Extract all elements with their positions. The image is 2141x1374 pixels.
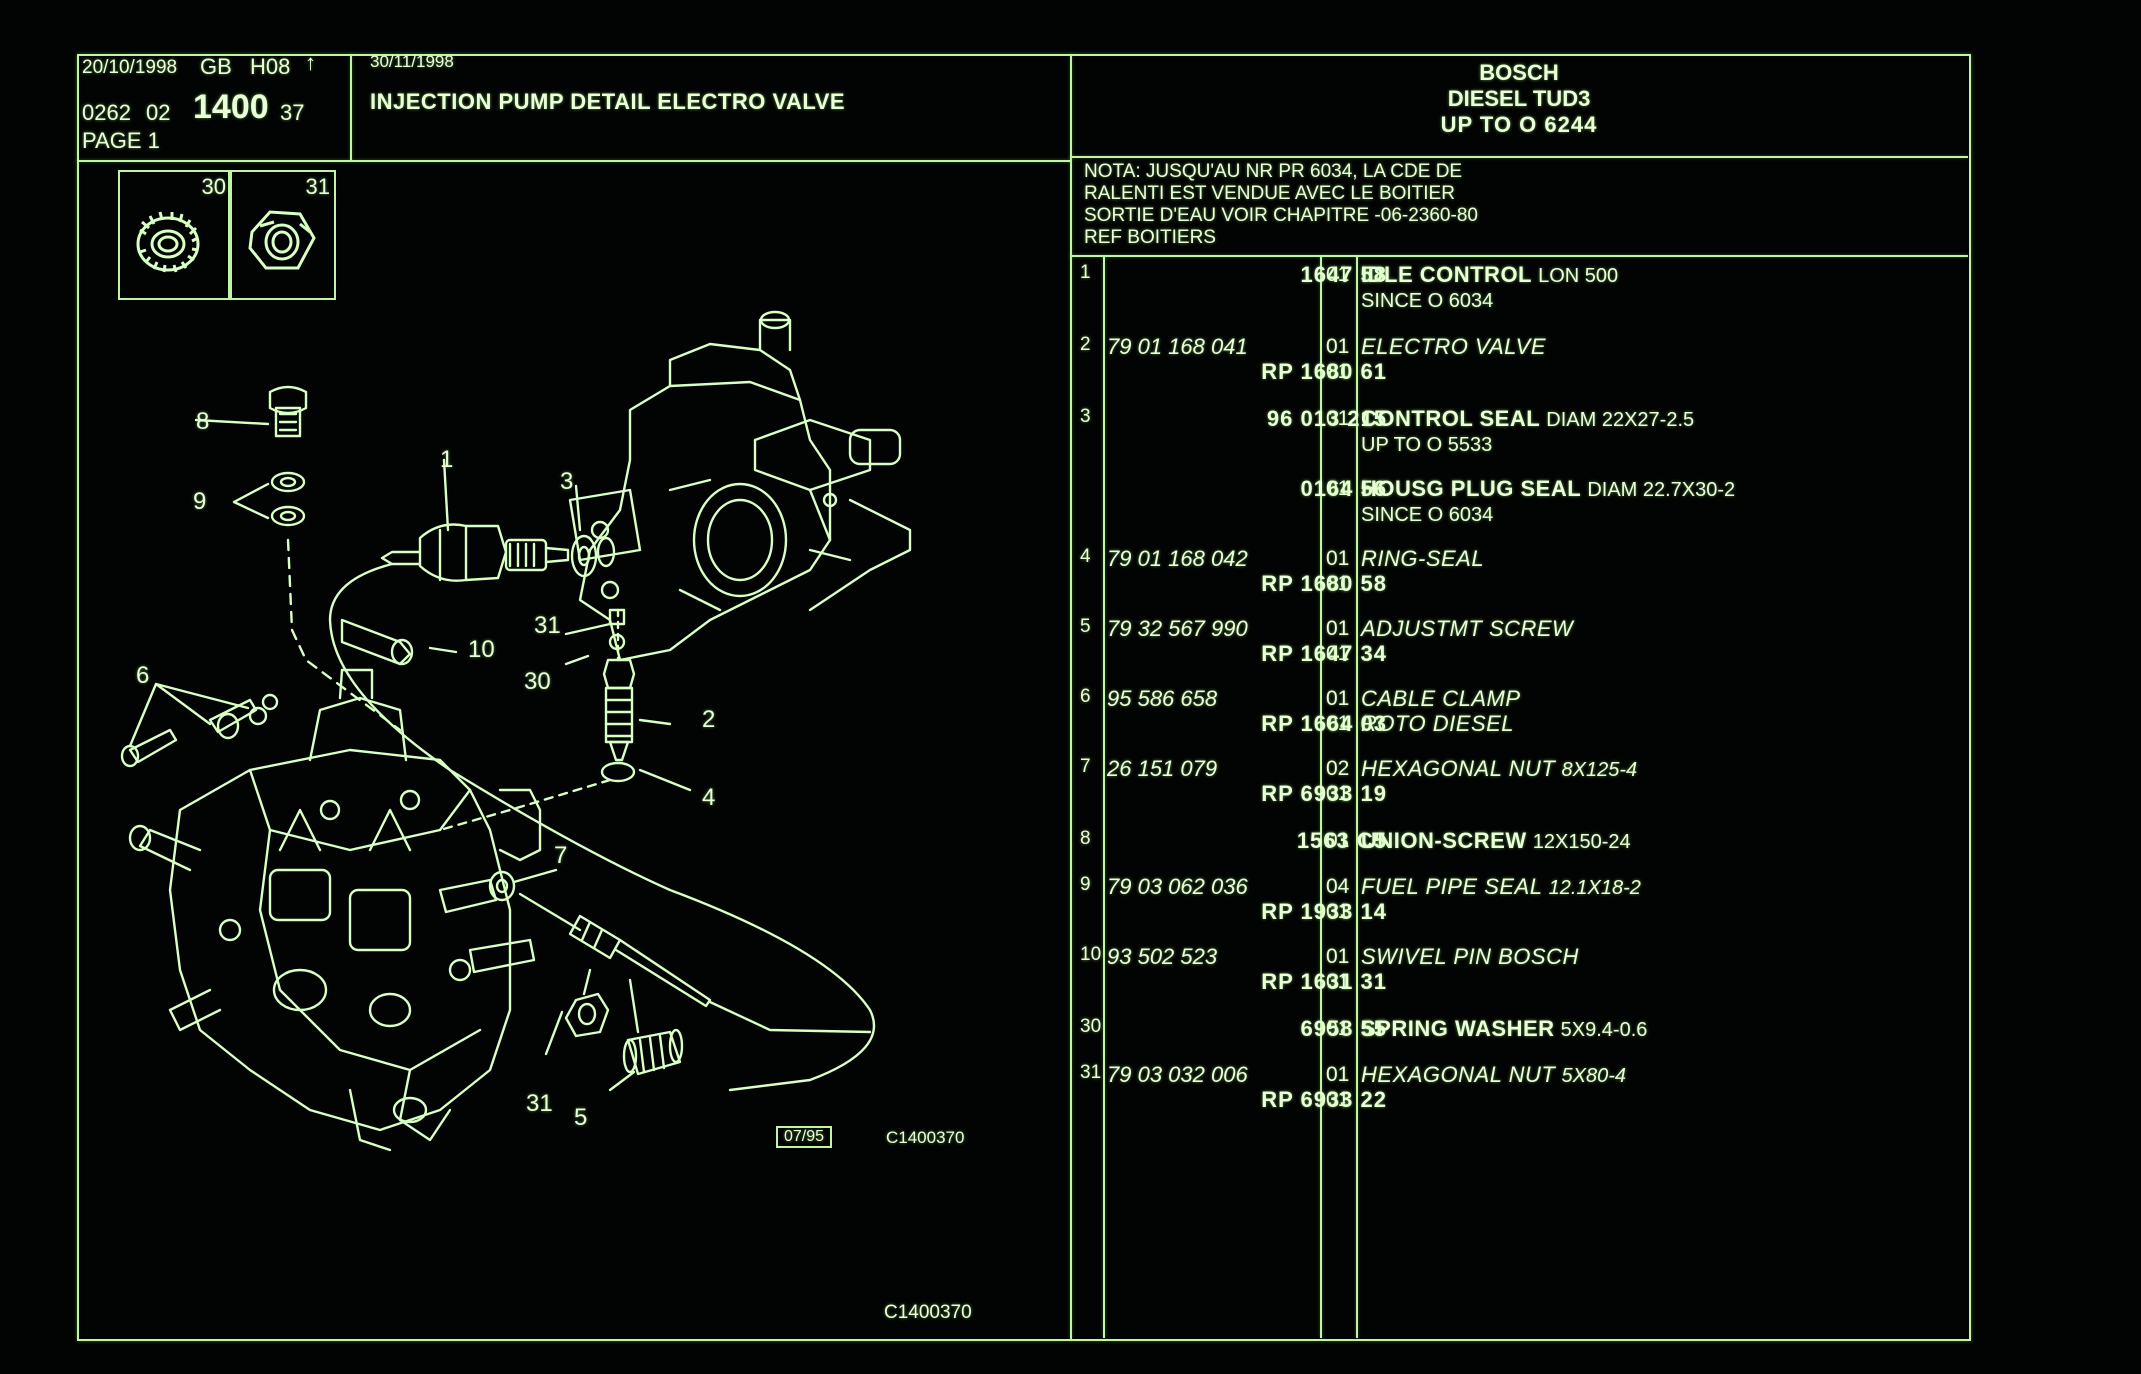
drawing-ref: C1400370 <box>886 1128 965 1147</box>
brand: BOSCH <box>1479 60 1559 85</box>
exploded-diagram <box>120 310 912 1152</box>
callout-3[interactable]: 3 <box>560 468 574 495</box>
group-code-b: 02 <box>146 100 171 125</box>
callout-1[interactable]: 1 <box>440 446 454 473</box>
range: UP TO O 6244 <box>1440 112 1598 137</box>
engine: DIESEL TUD3 <box>1447 86 1591 111</box>
callout-5[interactable]: 5 <box>574 1104 588 1131</box>
callout-9[interactable]: 9 <box>193 488 207 515</box>
header-rule-right <box>1070 156 1968 158</box>
note-rule <box>1070 255 1968 257</box>
spring-washer-icon <box>136 211 200 273</box>
note-line-4: REF BOITIERS <box>1084 227 1216 248</box>
callout-30[interactable]: 30 <box>524 668 551 695</box>
group-code-a: 0262 <box>82 100 131 125</box>
print-date: 20/10/1998 <box>82 57 178 78</box>
note-line-2: RALENTI EST VENDUE AVEC LE BOITIER <box>1084 183 1455 204</box>
col-line-ref <box>1103 256 1105 1338</box>
callout-7[interactable]: 7 <box>554 842 568 869</box>
header-split <box>350 54 352 161</box>
callout-31-lower[interactable]: 31 <box>526 1090 553 1117</box>
update-date: 30/11/1998 <box>370 52 454 71</box>
callout-10[interactable]: 10 <box>468 636 495 663</box>
page-divider <box>1070 54 1072 1339</box>
language-code: GB <box>200 54 232 79</box>
col-line-desc <box>1356 256 1358 1338</box>
group-suffix: 37 <box>280 100 305 125</box>
callout-4[interactable]: 4 <box>702 784 716 811</box>
up-arrow-icon[interactable]: ↑ <box>305 50 316 75</box>
group-number: 1400 <box>193 88 269 126</box>
header-rule-left <box>77 160 1071 162</box>
drawing-ref-footer: C1400370 <box>884 1302 972 1323</box>
thumbnail-31[interactable]: 31 <box>228 170 336 300</box>
col-line-qty <box>1320 256 1322 1338</box>
callout-8[interactable]: 8 <box>196 408 210 435</box>
callout-31-upper[interactable]: 31 <box>534 612 561 639</box>
drawing-date: 07/95 <box>776 1126 833 1148</box>
section-code: H08 <box>250 54 291 79</box>
catalog-frame <box>77 54 1971 1341</box>
callout-6[interactable]: 6 <box>136 662 150 689</box>
thumbnail-30[interactable]: 30 <box>118 170 232 300</box>
hex-nut-icon <box>248 210 316 270</box>
note-line-3: SORTIE D'EAU VOIR CHAPITRE -06-2360-80 <box>1084 205 1478 226</box>
page-number: PAGE 1 <box>82 128 160 153</box>
note-line-1: NOTA: JUSQU'AU NR PR 6034, LA CDE DE <box>1084 161 1463 182</box>
page-title: INJECTION PUMP DETAIL ELECTRO VALVE <box>370 89 846 114</box>
callout-2[interactable]: 2 <box>702 706 716 733</box>
